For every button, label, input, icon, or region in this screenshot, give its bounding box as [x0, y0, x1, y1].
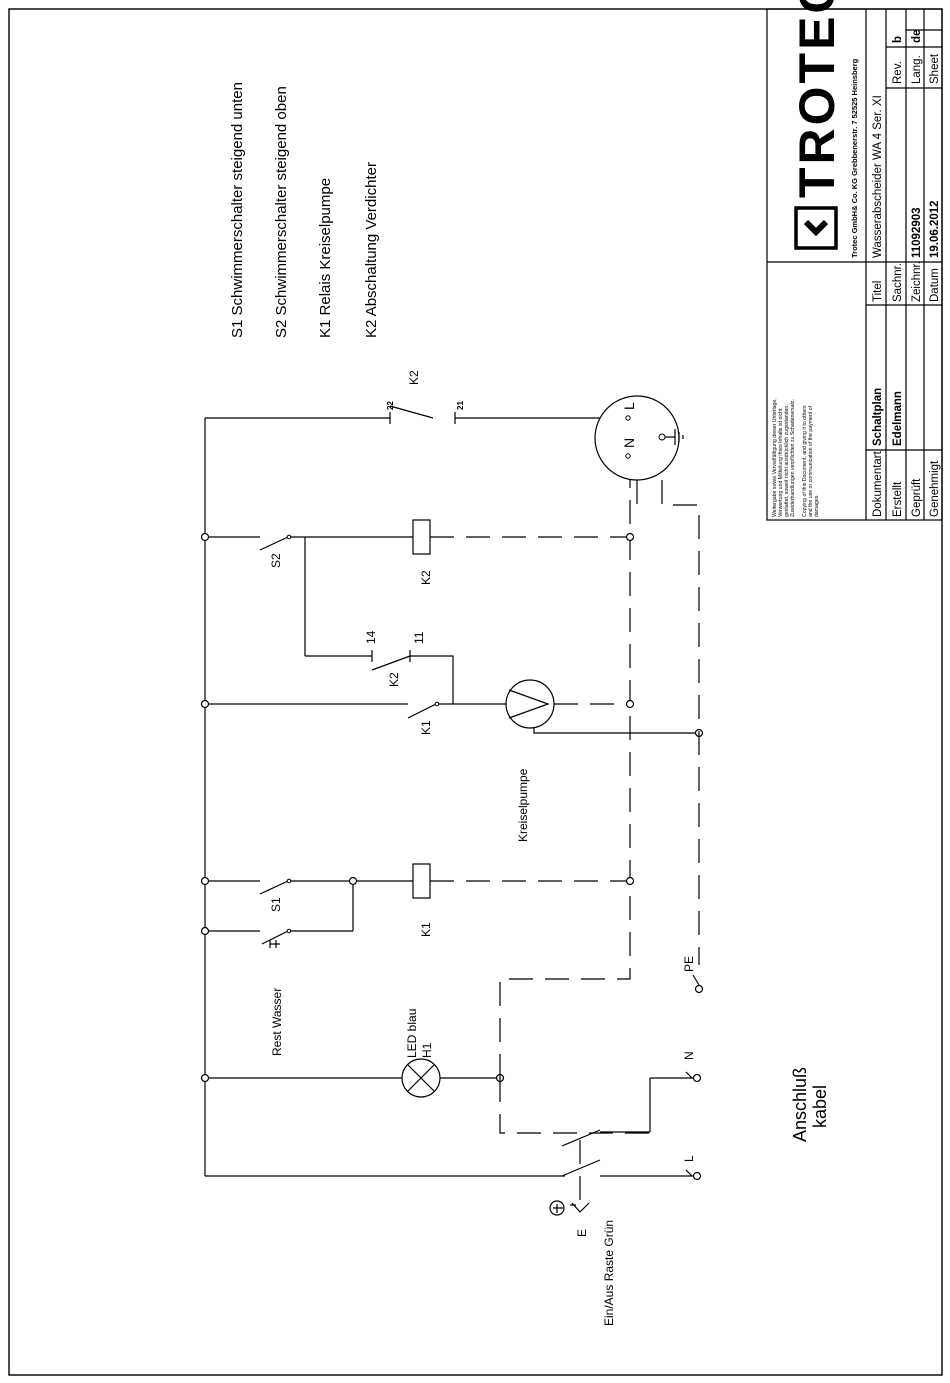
switch-operator-icon: [549, 1200, 565, 1216]
contact-11-label: 11: [412, 631, 426, 644]
node-rest-bus: [200, 926, 210, 936]
s2-contact: [259, 536, 289, 551]
logo-chevron-icon: [803, 219, 829, 237]
s2-label: S2: [269, 553, 283, 568]
anschluss-label-2: kabel: [810, 1085, 830, 1128]
logo-arrow-box-icon: [794, 206, 838, 250]
contact-22-label: 22: [386, 401, 395, 410]
terminal-pe: [694, 984, 704, 994]
terminal-l: [692, 1171, 702, 1181]
node-k2-n: [625, 532, 635, 542]
title-block: Dokumentart Schaltplan Titel Wasserabsch…: [766, 0, 943, 521]
tb-company: Trotec GmbH& Co. KG Grebbenerstr. 7 5252…: [850, 58, 859, 258]
k2-coil: [412, 519, 431, 555]
tb-dokumentart-label: Dokumentart: [872, 450, 884, 517]
pe-tick: [692, 974, 700, 986]
k2-top-label: K2: [407, 370, 421, 385]
n-tick: [685, 1071, 693, 1079]
rest-wasser-label: Rest Wasser: [270, 988, 284, 1056]
s1-contact: [259, 880, 289, 895]
title-block-frame: [766, 8, 943, 521]
tb-rev-label: Rev.: [892, 61, 904, 84]
tb-genehmigt-label: Genehmigt: [929, 460, 941, 517]
tb-zeichnr-label: Zeichnr.: [911, 261, 923, 302]
wire-11: [410, 655, 454, 704]
socket-n-pin: [625, 453, 631, 459]
k1-coil-label: K1: [419, 922, 433, 937]
k2-top-contact: [389, 405, 434, 419]
tb-sachnr-label: Sachnr.: [892, 263, 904, 302]
k1-coil: [412, 863, 431, 899]
k1-contact: [407, 703, 437, 719]
anschluss-label-1: Anschluß: [790, 1067, 810, 1142]
node-led-bus: [200, 1073, 210, 1083]
led-label-2: H1: [420, 1042, 434, 1058]
tb-legal-en-1: Copying of this Document, and giving it …: [802, 405, 808, 517]
tb-titel-value: Wasserabscheider WA 4 Ser. XI: [872, 95, 884, 258]
trotec-logo: TROTEC: [789, 0, 845, 250]
rest-button-icon: [269, 940, 280, 948]
k1-contact-label: K1: [419, 720, 433, 735]
n-dash-main: [499, 420, 631, 1078]
legend-s1: S1 Schwimmerschalter steigend unten: [229, 82, 246, 338]
logo-wordmark: TROTEC: [789, 0, 845, 198]
tb-lang-value: de: [911, 30, 923, 43]
k2-contact-mid: [371, 655, 411, 671]
socket-l-pin: [625, 415, 631, 421]
led-label-1: LED blau: [405, 1009, 419, 1058]
socket-outlet: [594, 395, 680, 481]
tb-rev-value: b: [892, 36, 904, 43]
tb-datum-value: 19.06.2012: [929, 200, 941, 258]
legend-s2: S2 Schwimmerschalter steigend oben: [273, 86, 290, 338]
pump-arrow: [508, 689, 550, 719]
switch-label: Ein/Aus Raste Grün: [602, 1220, 616, 1326]
tb-legal-de-3: gestattet, soweit nicht ausdrücklich zug…: [784, 404, 790, 517]
pump-pe-wire: [533, 728, 696, 734]
contact-21-label: 21: [456, 401, 465, 410]
tb-legal-en-3: damages.: [814, 494, 820, 517]
k2-coil-label: K2: [419, 570, 433, 585]
tb-lang-label: Lang.: [911, 55, 923, 84]
node-pump-n: [625, 699, 635, 709]
main-switch-lower: [561, 1159, 601, 1177]
n-dash-led: [499, 1078, 650, 1134]
node-k1-n: [625, 876, 635, 886]
contact-14-label: 14: [364, 630, 378, 644]
terminal-pe-label: PE: [682, 956, 696, 972]
page-border: [8, 8, 943, 1376]
switch-detent-icon: [571, 1202, 590, 1213]
tb-erstellt-value: Edelmann: [892, 391, 904, 446]
tb-dokumentart-value: Schaltplan: [872, 388, 884, 446]
pe-dash: [661, 480, 700, 965]
socket-l-label: L: [621, 402, 637, 410]
socket-n-label: N: [621, 438, 637, 448]
tb-legal-en-2: and the use or communication of the paym…: [808, 405, 814, 517]
pump-label: Kreiselpumpe: [516, 768, 530, 842]
tb-zeichnr-value: 11092903: [911, 207, 923, 258]
terminal-n: [692, 1073, 702, 1083]
tb-legal-de-4: Zuwiderhandlungen verpflichten zu Schade…: [790, 399, 796, 517]
rest-contact: [261, 930, 289, 945]
tb-legal-de-2: Verwertung und Mitteilung ihres Inhalts …: [778, 408, 784, 517]
s1-label: S1: [269, 897, 283, 912]
terminal-l-label: L: [682, 1155, 696, 1162]
switch-e-label: E: [575, 1229, 589, 1237]
node-s2-bus: [200, 532, 210, 542]
terminal-n-label: N: [682, 1051, 696, 1060]
l-tick: [685, 1169, 693, 1177]
led-lamp-x2: [407, 1064, 435, 1092]
legend-k1: K1 Relais Kreiselpumpe: [317, 178, 334, 338]
tb-datum-label: Datum: [929, 268, 941, 302]
tb-geprueft-label: Geprüft: [911, 478, 923, 517]
tb-erstellt-label: Erstellt: [892, 481, 904, 517]
node-pump-bus: [200, 699, 210, 709]
node-s1-out: [348, 876, 358, 886]
node-s1-bus: [200, 876, 210, 886]
k2-mid-label: K2: [387, 672, 401, 687]
legend-k2: K2 Abschaltung Verdichter: [363, 162, 380, 338]
tb-titel-label: Titel: [872, 281, 884, 302]
tb-sheet-label: Sheet: [929, 53, 941, 84]
tb-legal-de-1: Weitergabe sowie Vervielfältigung dieser…: [772, 398, 778, 517]
